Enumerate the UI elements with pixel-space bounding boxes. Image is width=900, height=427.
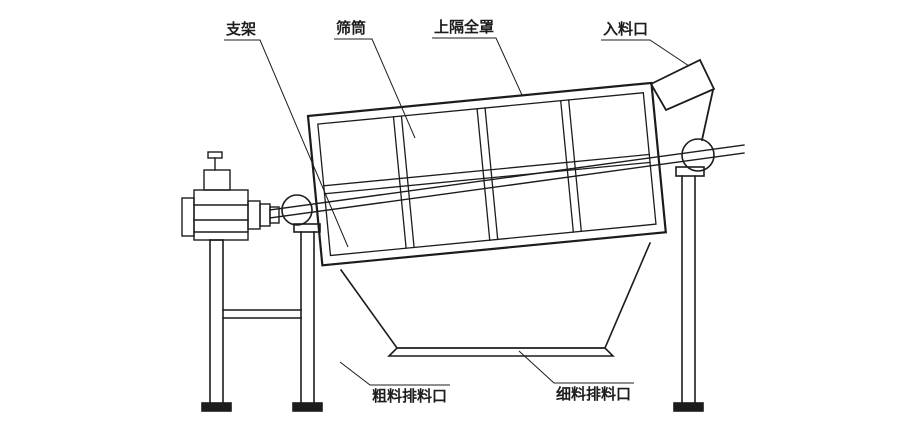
drum-grid-line: [559, 100, 575, 233]
callout-fine-discharge: 细料排料口: [518, 350, 634, 403]
callout-upper-cover: 上隔全罩: [432, 18, 523, 96]
feed-inlet-chute: [649, 58, 716, 142]
leg-foot: [673, 402, 704, 412]
motor-drive-assembly: [181, 151, 280, 241]
screen-drum: [306, 81, 667, 267]
drum-grid-line: [567, 99, 583, 233]
callout-fine-discharge-label: 细料排料口: [556, 385, 631, 403]
drum-grid-line: [484, 107, 499, 241]
support-frame: [201, 166, 705, 412]
drive-shaft: [269, 144, 745, 219]
drum-grid-line: [323, 153, 650, 187]
motor-part: [203, 169, 231, 191]
motor-coupling: [247, 200, 261, 230]
motor-coupling: [259, 203, 271, 227]
discharge-hopper: [339, 241, 652, 357]
callout-coarse-discharge-leader: [339, 361, 450, 386]
shaft-line: [269, 144, 745, 211]
callout-feed-inlet-leader: [601, 39, 690, 67]
callouts: 支架 筛筒 上隔全罩 入料口 粗料排料口 细料排料口: [224, 18, 690, 405]
callout-coarse-discharge-label: 粗料排料口: [372, 387, 447, 405]
callout-upper-cover-label: 上隔全罩: [434, 18, 494, 36]
callout-screen-drum-leader: [334, 38, 416, 139]
callout-coarse-discharge: 粗料排料口: [339, 361, 450, 405]
motor-flange: [181, 197, 195, 237]
leg-foot: [201, 402, 232, 412]
bearing-pedestal: [675, 166, 705, 177]
motor-coupling: [269, 206, 280, 224]
callout-support-leader: [224, 39, 349, 248]
shaft-line: [269, 152, 745, 219]
drum-inner-frame: [317, 92, 657, 257]
inlet-chute-body: [649, 58, 716, 112]
drum-grid-line: [400, 115, 415, 249]
callout-support: 支架: [224, 20, 349, 248]
drum-grid-line: [323, 161, 651, 195]
drum-outer-frame: [306, 81, 667, 267]
callout-screen-drum: 筛筒: [334, 19, 416, 139]
callout-feed-inlet-label: 入料口: [603, 20, 648, 38]
bearing-pedestal: [293, 223, 321, 233]
callout-feed-inlet: 入料口: [601, 20, 690, 67]
drum-grid-line: [476, 108, 491, 241]
motor-part: [207, 151, 223, 159]
leg-foot: [292, 402, 323, 412]
callout-upper-cover-leader: [432, 37, 523, 96]
callout-support-label: 支架: [225, 20, 256, 38]
drum-grid-line: [392, 116, 407, 249]
callout-screen-drum-label: 筛筒: [336, 19, 366, 37]
right-bearing: [681, 138, 715, 172]
callout-fine-discharge-leader: [518, 350, 634, 384]
left-bearing: [281, 194, 313, 226]
hopper-lip: [387, 347, 615, 357]
inlet-chute-support-line: [700, 88, 715, 142]
machine-drawing: [181, 58, 745, 412]
